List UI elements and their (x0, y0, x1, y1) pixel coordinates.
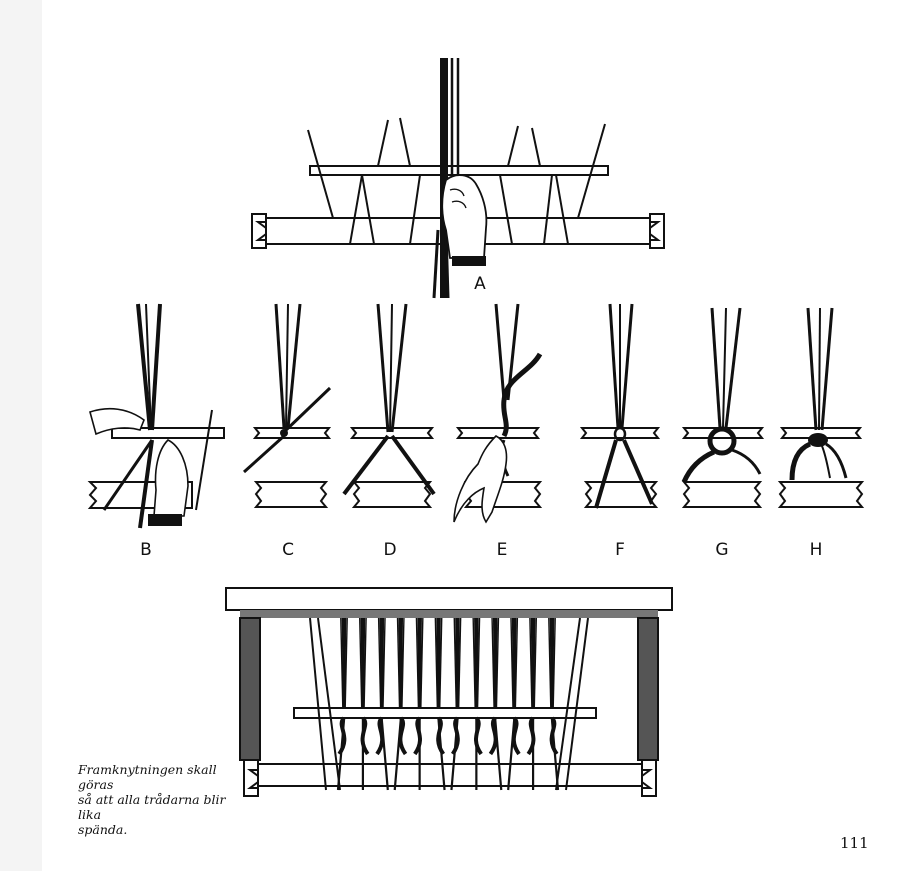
caption-line-2: så att alla trådarna blir lika (78, 792, 226, 822)
step-d-drawing (342, 303, 436, 508)
warp-thread (495, 617, 500, 709)
step-h-drawing (777, 307, 865, 508)
label-b: B (140, 540, 152, 560)
warp-thread (363, 617, 367, 709)
warp-tail (494, 719, 503, 791)
warp-tail (437, 719, 446, 791)
step-f-drawing (579, 303, 661, 509)
figure-caption: Framknytningen skall göras så att alla t… (78, 762, 248, 837)
warp-thread (514, 617, 519, 709)
warp-tail (507, 719, 516, 791)
warp-thread (359, 617, 363, 709)
warp-thread (362, 617, 366, 709)
warp-thread (419, 617, 422, 709)
knot (375, 716, 385, 756)
caption-line-3: spända. (78, 822, 128, 837)
loom-frame-drawing (225, 587, 673, 797)
warp-thread (453, 617, 457, 709)
warp-tail (336, 719, 346, 791)
warp-knots (336, 716, 560, 791)
warp-thread (382, 617, 386, 709)
label-c: C (282, 540, 294, 560)
warp-thread (548, 617, 552, 709)
warp-thread (457, 617, 462, 709)
warp-thread (476, 617, 479, 709)
warp-tail (393, 719, 402, 791)
warp-thread (532, 617, 536, 709)
warp-thread (381, 617, 385, 709)
warp-thread (533, 617, 537, 709)
warp-thread (514, 617, 517, 709)
warp-thread (510, 617, 514, 709)
label-f: F (615, 540, 625, 560)
knot (398, 716, 408, 756)
label-g: G (715, 540, 728, 560)
label-h: H (810, 540, 823, 560)
caption-line-1: Framknytningen skall göras (78, 762, 217, 792)
step-c-drawing (242, 303, 332, 508)
warp-thread (400, 617, 404, 709)
warp-thread (420, 617, 424, 709)
page-number: 111 (840, 834, 869, 852)
warp-threads (340, 617, 556, 709)
warp-thread (529, 617, 533, 709)
warp-tail (380, 719, 389, 791)
label-e: E (497, 540, 508, 560)
warp-tail (550, 719, 560, 791)
warp-thread (439, 617, 443, 709)
knot (511, 716, 521, 756)
warp-thread (377, 617, 382, 709)
warp-thread (415, 617, 420, 709)
warp-thread (340, 617, 344, 709)
warp-thread (552, 617, 556, 709)
knot (488, 716, 498, 756)
warp-thread (438, 617, 441, 709)
warp-thread (434, 617, 439, 709)
warp-thread (476, 617, 481, 709)
warp-thread (457, 617, 460, 709)
step-g-drawing (681, 307, 765, 508)
warp-thread (401, 617, 405, 709)
label-a: A (474, 274, 486, 294)
label-d: D (383, 540, 396, 560)
warp-thread (344, 617, 348, 709)
step-e-drawing (453, 303, 543, 524)
warp-thread (396, 617, 401, 709)
step-a-drawing (251, 58, 665, 299)
warp-thread (343, 617, 347, 709)
warp-thread (491, 617, 495, 709)
page-gutter-shadow (0, 0, 42, 871)
step-b-drawing (87, 303, 225, 529)
warp-thread (551, 617, 555, 709)
warp-tail (450, 719, 459, 791)
warp-thread (495, 617, 498, 709)
warp-thread (472, 617, 476, 709)
